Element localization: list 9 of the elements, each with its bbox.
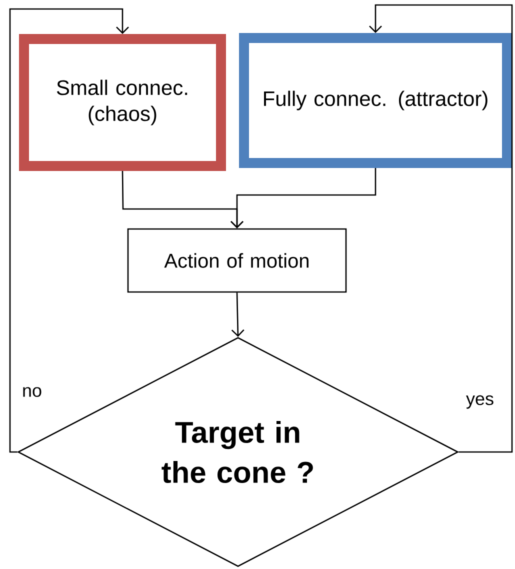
edge-label: no xyxy=(21,386,43,398)
arrow xyxy=(369,4,513,453)
process-box: Fully connec. (attractor) xyxy=(239,33,512,168)
arrow xyxy=(230,168,376,228)
process-box: Action of motion xyxy=(127,228,347,293)
process-box: Small connec. (chaos) xyxy=(19,34,226,171)
arrow xyxy=(231,292,244,337)
edge-label: yes xyxy=(465,394,495,410)
arrow xyxy=(9,8,129,453)
